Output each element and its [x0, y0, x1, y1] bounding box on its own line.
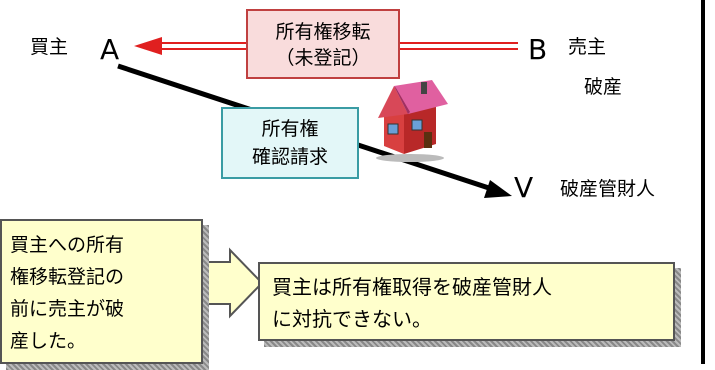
- party-b-letter: B: [528, 33, 548, 66]
- note-line: 前に売主が破: [10, 298, 125, 320]
- transfer-arrowhead: [134, 37, 162, 55]
- house-icon: [376, 80, 448, 162]
- result-line: に対抗できない。: [272, 307, 432, 331]
- note-line: 産した。: [10, 330, 87, 352]
- transfer-label-line2: （未登記）: [275, 47, 371, 69]
- slide-frame: [701, 0, 705, 364]
- claim-arrowhead: [484, 180, 512, 198]
- trustee-label: 破産管財人: [560, 178, 656, 200]
- buyer-label: 買主: [30, 36, 69, 58]
- seller-status: 破産: [584, 76, 623, 98]
- note-line: 権移転登記の: [10, 266, 125, 288]
- result-box: 買主は所有権取得を破産管財人 に対抗できない。: [258, 262, 675, 341]
- note-line: 買主への所有: [10, 234, 125, 256]
- party-a-letter: A: [100, 33, 120, 66]
- result-line: 買主は所有権取得を破産管財人: [272, 275, 552, 299]
- claim-label-line1: 所有権: [261, 118, 319, 140]
- note-box: 買主への所有 権移転登記の 前に売主が破 産した。: [0, 219, 203, 364]
- transfer-label-line1: 所有権移転: [275, 21, 371, 43]
- seller-label: 売主: [568, 36, 607, 58]
- claim-label-box: 所有権 確認請求: [221, 107, 359, 179]
- party-v-letter: V: [514, 171, 534, 204]
- transfer-label-box: 所有権移転 （未登記）: [246, 9, 400, 79]
- callout-arrow: [202, 247, 264, 319]
- claim-label-line2: 確認請求: [251, 146, 328, 168]
